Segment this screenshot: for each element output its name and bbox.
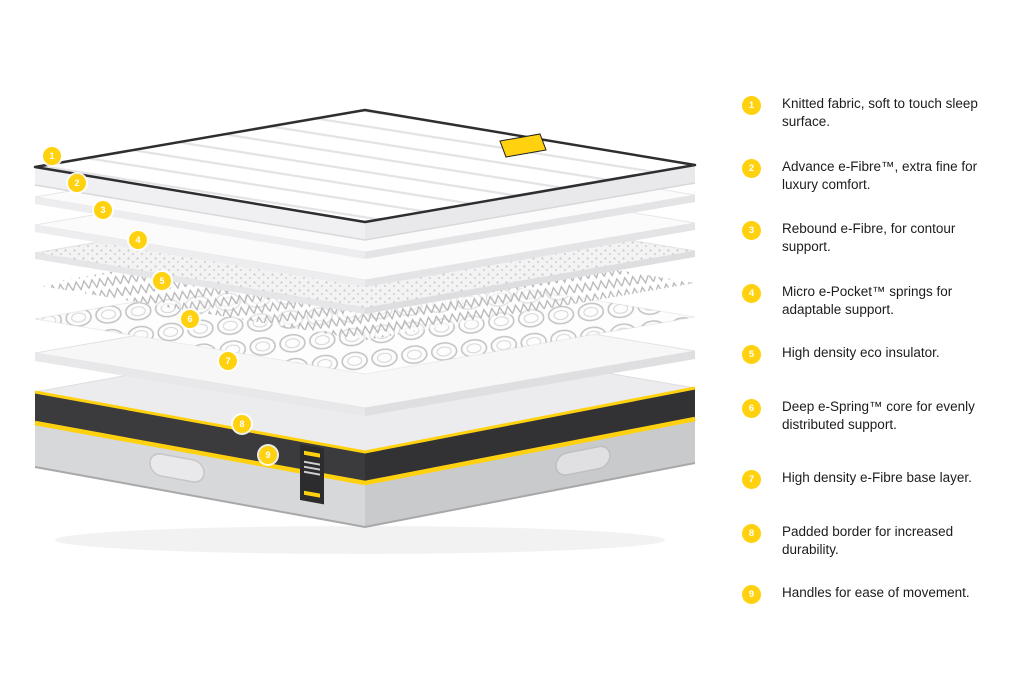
diagram-marker-3: 3: [94, 201, 112, 219]
diagram-marker-7: 7: [219, 352, 237, 370]
legend-text-3: Rebound e-Fibre, for contour support.: [782, 221, 956, 254]
handle-left: [149, 453, 205, 483]
diagram-marker-6: 6: [181, 310, 199, 328]
brand-tag: [499, 133, 547, 158]
diagram-marker-2: 2: [68, 174, 86, 192]
exploded-mattress-graphic: [33, 108, 697, 554]
legend-text-5: High density eco insulator.: [782, 345, 940, 360]
diagram-marker-8: 8: [233, 415, 251, 433]
ground-shadow: [55, 526, 665, 554]
legend-marker-1: 1: [742, 96, 761, 115]
legend-marker-6: 6: [742, 399, 761, 418]
legend: 1 Knitted fabric, soft to touch sleep su…: [742, 0, 1008, 688]
legend-text-8: Padded border for increased durability.: [782, 524, 954, 557]
handle-right: [555, 445, 611, 476]
legend-text-2: Advance e-Fibre™, extra fine for luxury …: [782, 159, 978, 192]
legend-marker-8: 8: [742, 524, 761, 543]
legend-marker-5: 5: [742, 345, 761, 364]
legend-item-2: 2 Advance e-Fibre™, extra fine for luxur…: [742, 158, 996, 193]
legend-item-5: 5 High density eco insulator.: [742, 344, 996, 364]
legend-item-9: 9 Handles for ease of movement.: [742, 584, 996, 604]
legend-item-8: 8 Padded border for increased durability…: [742, 523, 996, 558]
layer-knitted-top: [33, 108, 697, 241]
padded-border-dark-band-right: [365, 388, 695, 482]
yellow-piping-top: [34, 386, 696, 454]
yellow-piping-mid: [34, 416, 696, 486]
diagram-marker-1: 1: [43, 147, 61, 165]
diagram-marker-5: 5: [153, 272, 171, 290]
legend-text-4: Micro e-Pocket™ springs for adaptable su…: [782, 284, 953, 317]
legend-item-7: 7 High density e-Fibre base layer.: [742, 469, 996, 489]
brand-label: [300, 444, 324, 505]
diagram-marker-9: 9: [259, 446, 277, 464]
diagram-marker-4: 4: [129, 231, 147, 249]
legend-marker-9: 9: [742, 585, 761, 604]
legend-item-4: 4 Micro e-Pocket™ springs for adaptable …: [742, 283, 996, 318]
legend-item-1: 1 Knitted fabric, soft to touch sleep su…: [742, 95, 996, 130]
legend-marker-3: 3: [742, 221, 761, 240]
legend-text-7: High density e-Fibre base layer.: [782, 470, 972, 485]
legend-text-6: Deep e-Spring™ core for evenly distribut…: [782, 399, 975, 432]
padded-border-dark-band-left: [35, 392, 365, 482]
legend-text-9: Handles for ease of movement.: [782, 585, 970, 600]
mattress-illustration: 1 2 3 4 5 6 7 8 9: [33, 108, 697, 554]
legend-marker-4: 4: [742, 284, 761, 303]
legend-marker-7: 7: [742, 470, 761, 489]
legend-item-3: 3 Rebound e-Fibre, for contour support.: [742, 220, 996, 255]
legend-text-1: Knitted fabric, soft to touch sleep surf…: [782, 96, 978, 129]
legend-marker-2: 2: [742, 159, 761, 178]
legend-item-6: 6 Deep e-Spring™ core for evenly distrib…: [742, 398, 996, 433]
